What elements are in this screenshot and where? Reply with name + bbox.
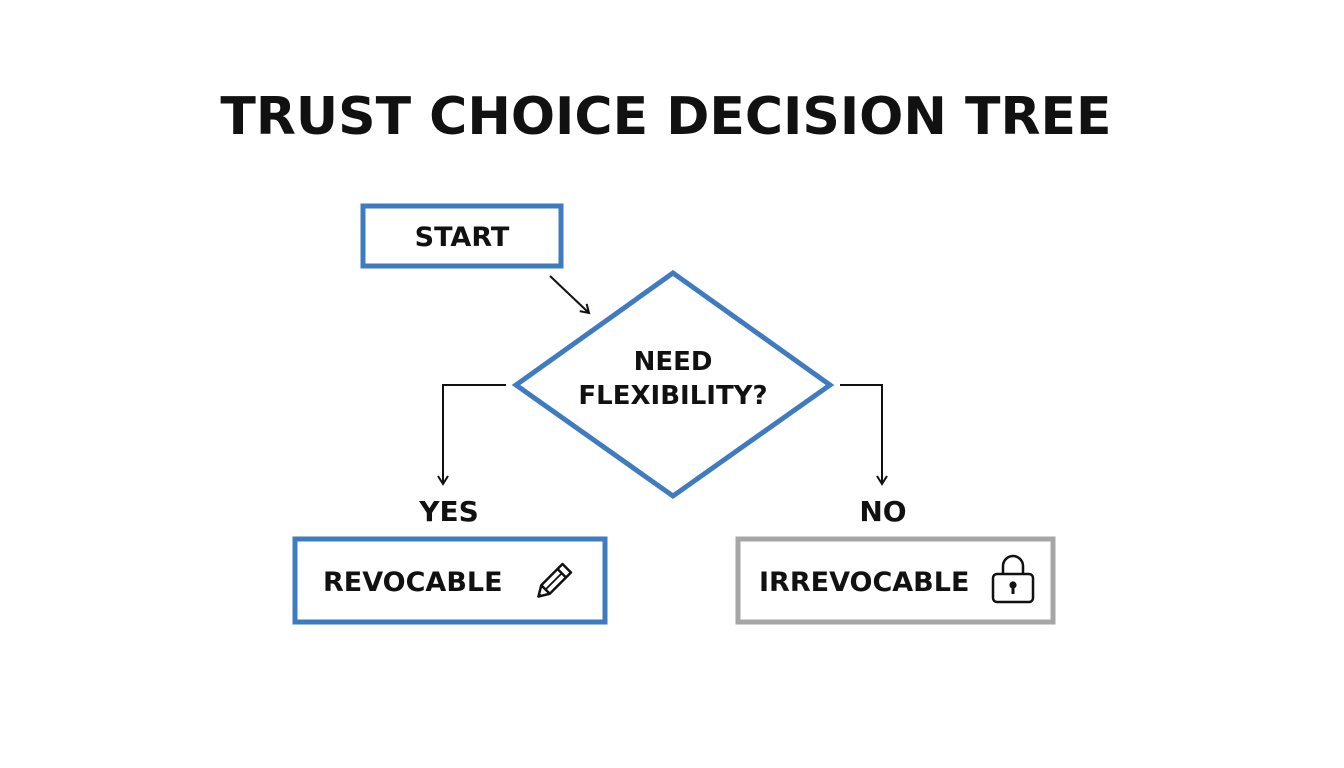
start-node: START bbox=[360, 203, 564, 269]
irrevocable-label: IRREVOCABLE bbox=[759, 567, 969, 598]
yes-label: YES bbox=[418, 495, 479, 528]
start-to-decision-arrow bbox=[549, 275, 591, 315]
revocable-node: REVOCABLE bbox=[292, 536, 608, 625]
page-title: TRUST CHOICE DECISION TREE bbox=[220, 87, 1111, 147]
lock-icon bbox=[991, 554, 1035, 604]
decision-line-2: FLEXIBILITY? bbox=[578, 381, 767, 411]
revocable-label: REVOCABLE bbox=[323, 567, 503, 598]
start-box bbox=[360, 203, 564, 269]
decision-node: NEED FLEXIBILITY? bbox=[511, 269, 835, 500]
yes-connector-arrow bbox=[437, 384, 506, 486]
irrevocable-box bbox=[735, 536, 1056, 625]
no-label: NO bbox=[859, 495, 906, 528]
pencil-icon bbox=[537, 562, 573, 598]
decision-line-1: NEED bbox=[634, 347, 713, 377]
decision-diamond bbox=[511, 269, 835, 500]
start-label: START bbox=[415, 222, 510, 253]
irrevocable-node: IRREVOCABLE bbox=[735, 536, 1056, 625]
no-connector-arrow bbox=[840, 384, 888, 486]
